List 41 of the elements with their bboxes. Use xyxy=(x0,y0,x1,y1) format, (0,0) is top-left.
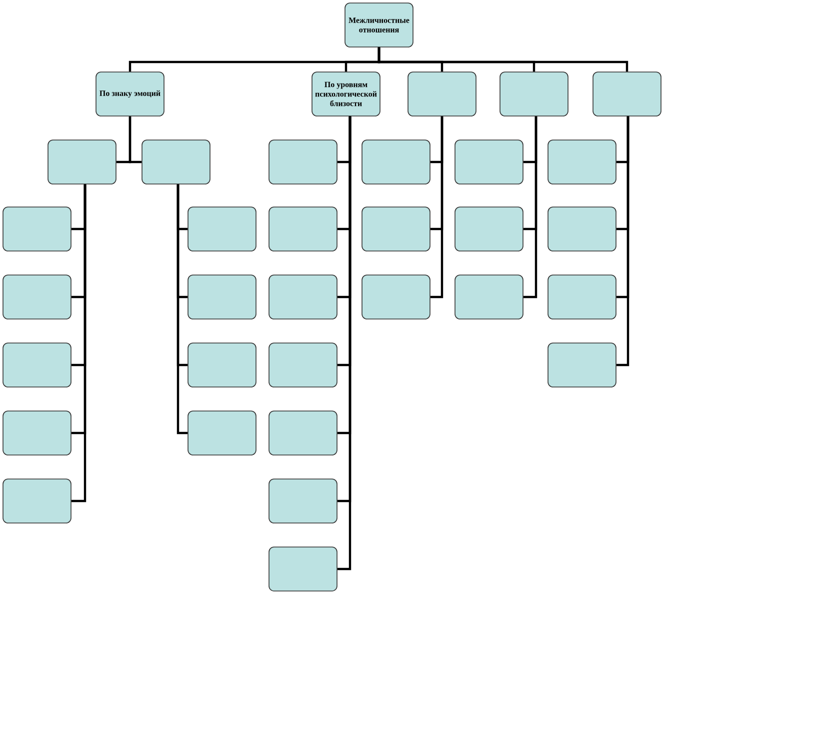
empty-box xyxy=(362,140,430,184)
connector-line xyxy=(430,116,444,298)
empty-box xyxy=(454,274,524,320)
empty-box xyxy=(548,206,616,252)
connector-line xyxy=(176,184,188,434)
empty-box xyxy=(2,410,72,456)
empty-box xyxy=(408,72,476,116)
connector-line xyxy=(71,184,86,502)
empty-box xyxy=(548,140,616,184)
empty-box xyxy=(268,140,338,184)
empty-box xyxy=(2,478,72,524)
empty-box xyxy=(454,206,524,252)
empty-box xyxy=(188,274,256,320)
empty-box xyxy=(2,342,72,388)
connector-line xyxy=(128,116,142,164)
empty-box xyxy=(2,274,72,320)
empty-box xyxy=(362,206,430,252)
empty-box xyxy=(2,206,72,252)
empty-box xyxy=(268,478,338,524)
empty-box xyxy=(454,140,524,184)
empty-box xyxy=(362,274,430,320)
empty-box xyxy=(548,342,616,388)
connector-line xyxy=(523,116,538,298)
empty-box xyxy=(142,140,210,184)
empty-box xyxy=(268,206,338,252)
empty-box xyxy=(188,410,256,456)
category-box: По уровням психологической близости xyxy=(312,72,380,116)
empty-box xyxy=(48,140,116,184)
empty-box xyxy=(188,342,256,388)
empty-box xyxy=(268,546,338,592)
category-box: Межличностные отношения xyxy=(344,2,414,48)
empty-box xyxy=(188,206,256,252)
empty-box xyxy=(268,274,338,320)
empty-box xyxy=(268,342,338,388)
empty-box xyxy=(548,274,616,320)
empty-box xyxy=(268,410,338,456)
connector-line xyxy=(378,47,628,72)
category-box: По знаку эмоций xyxy=(96,72,164,116)
empty-box xyxy=(500,72,568,116)
empty-box xyxy=(592,72,662,116)
connector-line xyxy=(616,116,630,366)
